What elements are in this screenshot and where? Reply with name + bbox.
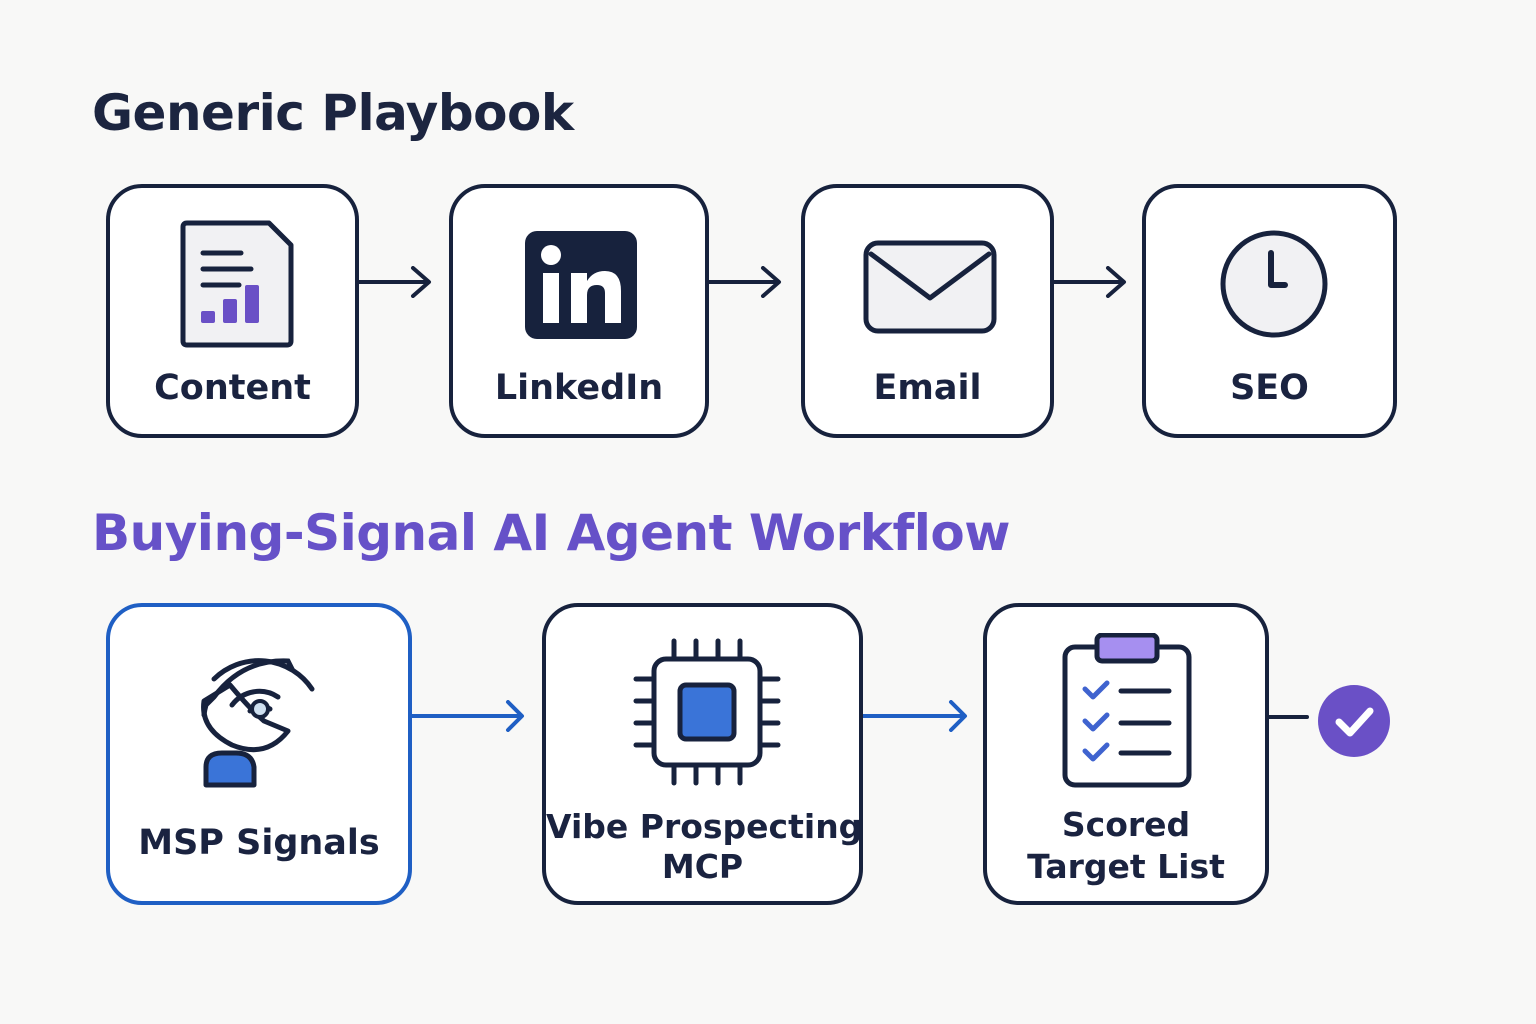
agent-workflow-title: Buying-Signal AI Agent Workflow: [92, 504, 1010, 562]
scored-label-line2: Target List: [1027, 847, 1225, 886]
msp-signals-label: MSP Signals: [138, 823, 380, 863]
email-step[interactable]: Email: [801, 184, 1054, 438]
generic-playbook-title: Generic Playbook: [92, 84, 574, 142]
chip-icon: [632, 637, 782, 787]
clock-icon: [1219, 229, 1329, 339]
scored-label-line1: Scored: [1061, 805, 1191, 844]
seo-label: SEO: [1230, 368, 1309, 408]
seo-step[interactable]: SEO: [1142, 184, 1397, 438]
msp-signals-step[interactable]: MSP Signals: [106, 603, 412, 905]
arrow-email-to-seo: [1054, 266, 1130, 298]
clipboard-checklist-icon: [1061, 633, 1193, 789]
arrow-signals-to-mcp: [412, 700, 530, 732]
content-step[interactable]: Content: [106, 184, 359, 438]
content-label: Content: [154, 368, 311, 408]
arrow-linkedin-to-email: [709, 266, 785, 298]
vibe-prospecting-mcp-step[interactable]: Vibe Prospecting MCP: [542, 603, 863, 905]
linkedin-icon: [525, 231, 637, 339]
arrow-content-to-linkedin: [359, 266, 435, 298]
scored-target-list-step[interactable]: Scored Target List: [983, 603, 1269, 905]
linkedin-label: LinkedIn: [494, 368, 664, 408]
vibe-prospecting-label-line1: Vibe Prospecting: [546, 807, 863, 846]
arrow-mcp-to-list: [863, 700, 973, 732]
document-chart-icon: [177, 219, 297, 349]
envelope-icon: [863, 240, 997, 334]
linkedin-step[interactable]: LinkedIn: [449, 184, 709, 438]
connector-list-to-check: [1269, 714, 1311, 720]
vibe-prospecting-label-line2: MCP: [661, 847, 744, 886]
satellite-dish-icon: [192, 639, 332, 789]
check-circle-icon: [1318, 685, 1390, 757]
email-label: Email: [873, 368, 982, 408]
